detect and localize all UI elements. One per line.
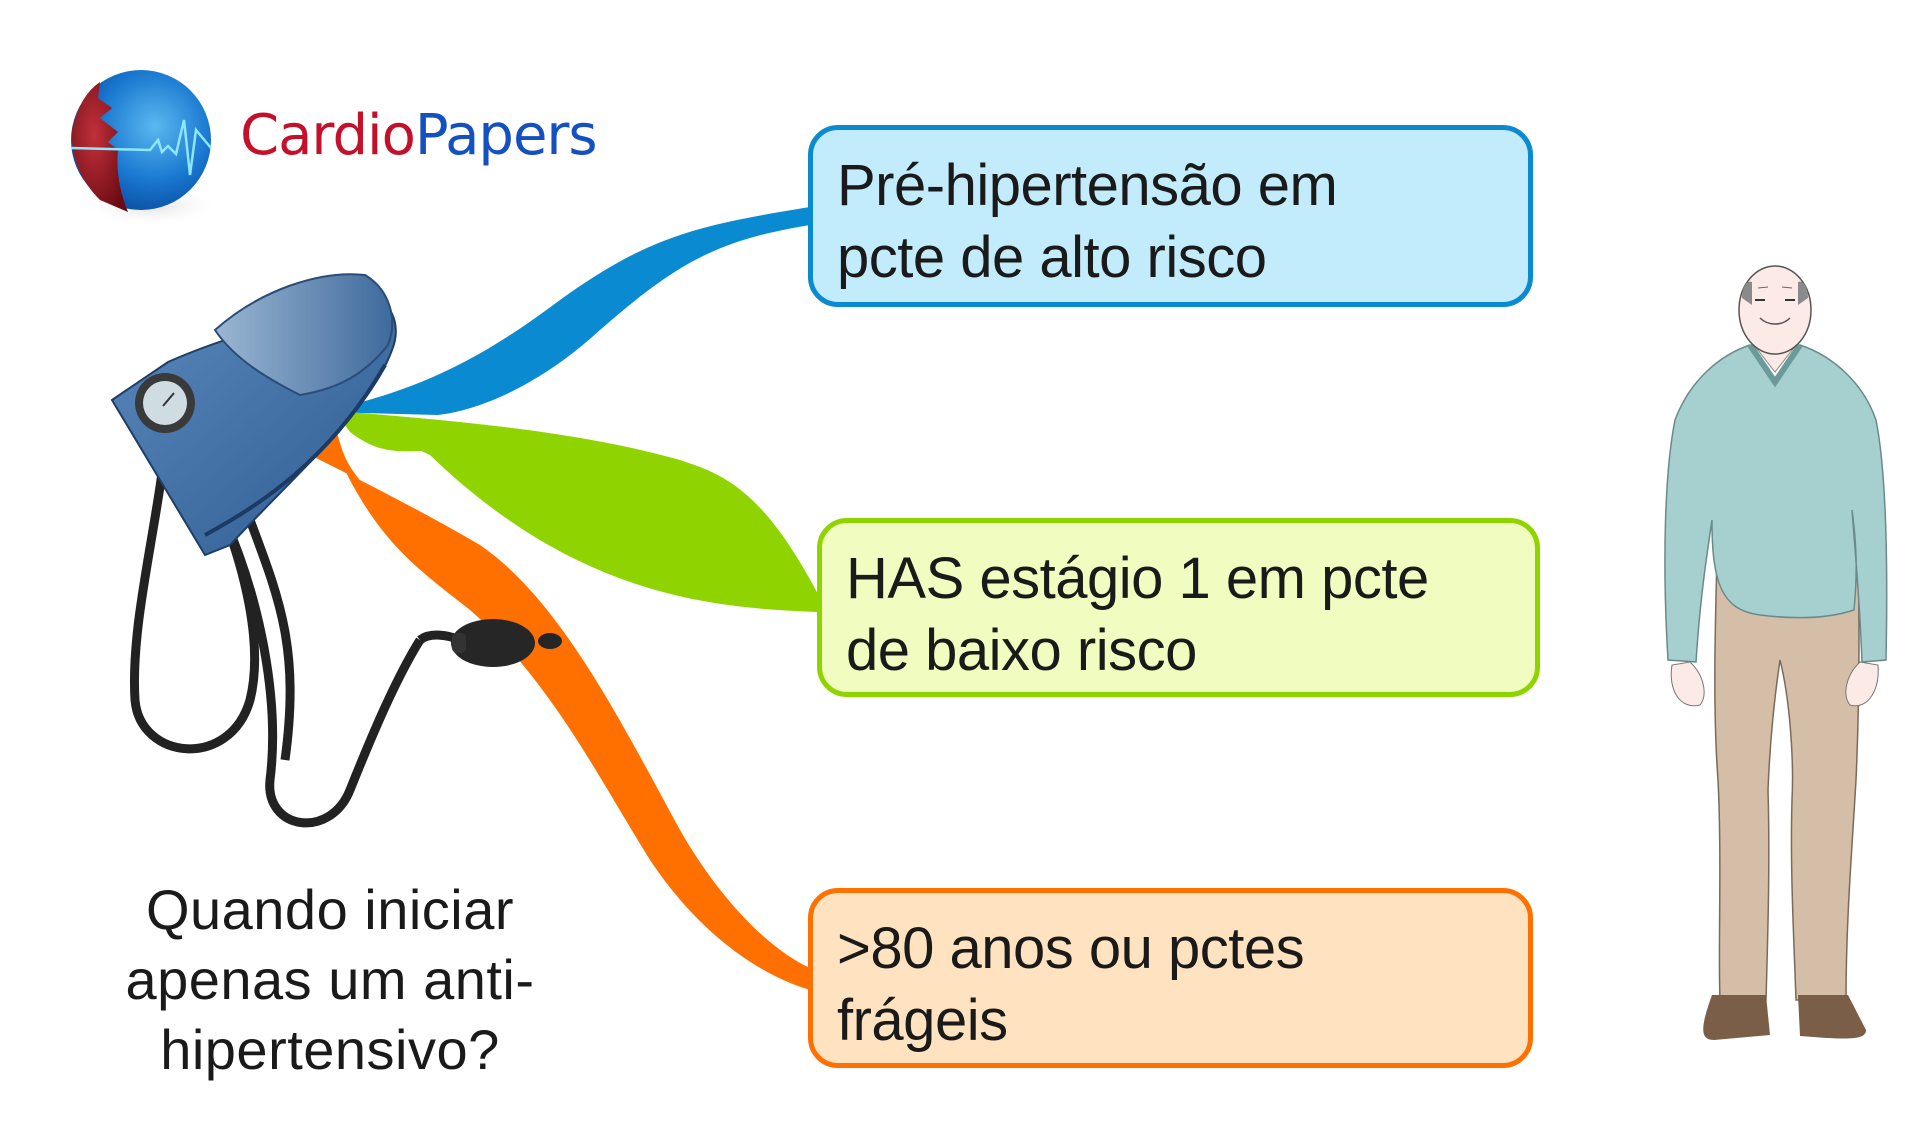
brand-cardio: Cardio (240, 103, 416, 168)
branch-box-stage1-low-risk: HAS estágio 1 em pcte de baixo risco (817, 518, 1540, 697)
heart-globe-ecg-icon (70, 70, 220, 227)
connector-orange (297, 408, 810, 990)
brand-logo: CardioPapers (240, 108, 598, 164)
branch-text-line: HAS estágio 1 em pcte (846, 546, 1429, 611)
question-line: hipertensivo? (160, 1018, 500, 1081)
question-line: Quando iniciar (145, 878, 515, 941)
branch-text-line: pcte de alto risco (837, 225, 1267, 290)
branch-text-line: frágeis (837, 988, 1008, 1053)
central-question: Quando iniciar apenas um anti- hipertens… (80, 875, 580, 1085)
branch-box-elderly-frail: >80 anos ou pctes frágeis (808, 888, 1533, 1068)
brand-papers: Papers (414, 103, 598, 168)
branch-box-pre-hypertension: Pré-hipertensão em pcte de alto risco (808, 125, 1533, 307)
branch-text-line: >80 anos ou pctes (837, 916, 1305, 981)
question-line: apenas um anti- (125, 948, 535, 1011)
branch-text-line: de baixo risco (846, 618, 1197, 683)
branch-text-line: Pré-hipertensão em (837, 153, 1338, 218)
sphygmomanometer-icon (110, 273, 562, 828)
connector-blue (322, 207, 810, 415)
